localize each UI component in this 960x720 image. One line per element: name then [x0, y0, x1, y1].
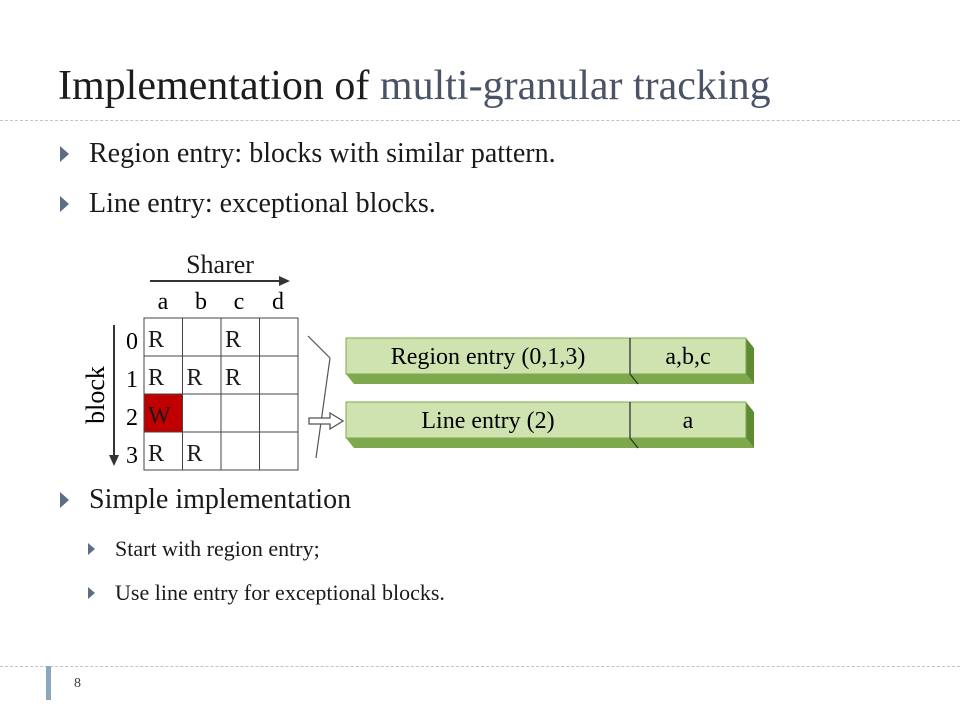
sharer-label: Sharer [186, 250, 254, 279]
grid-cell [259, 355, 299, 395]
region-entry-box: Region entry (0,1,3) a,b,c [345, 337, 754, 385]
grid-cell [259, 431, 299, 471]
grid-cell [220, 431, 260, 471]
grid-cell-label: R [148, 365, 164, 391]
connector-bracket [307, 335, 331, 459]
bullet-region-entry: Region entry: blocks with similar patter… [60, 138, 556, 170]
grid-cell [182, 393, 222, 433]
column-label-a: a [158, 289, 169, 315]
grid-cell-label: R [225, 365, 241, 391]
sub-bullet-use-line: Use line entry for exceptional blocks. [88, 580, 445, 606]
grid-cell [220, 393, 260, 433]
sub-bullet-start-region: Start with region entry; [88, 536, 320, 562]
block-arrow-icon [109, 325, 119, 466]
bullet-text: Simple implementation [89, 484, 352, 515]
row-label-3: 3 [126, 443, 138, 469]
grid-cell-label: R [148, 441, 164, 467]
grid-cell [220, 355, 260, 395]
page-number: 8 [74, 676, 81, 691]
column-label-c: c [234, 289, 245, 315]
title-prefix: Implementation of [58, 63, 370, 109]
grid-cell [143, 393, 183, 433]
bullet-arrow-icon [60, 146, 69, 162]
sub-bullet-arrow-icon [88, 543, 95, 555]
grid-cell-label: R [225, 327, 241, 353]
bullet-text: Region entry: blocks with similar patter… [89, 138, 556, 169]
bullet-arrow-icon [60, 196, 69, 212]
line-entry-name: Line entry (2) [421, 408, 554, 434]
grid-cell [259, 393, 299, 433]
region-entry-sharers: a,b,c [665, 344, 710, 370]
sub-bullet-text: Start with region entry; [115, 536, 320, 561]
grid-cell [143, 431, 183, 471]
column-label-d: d [272, 289, 284, 315]
block-label: block [81, 366, 110, 424]
bullet-text: Line entry: exceptional blocks. [89, 188, 436, 219]
region-entry-name: Region entry (0,1,3) [391, 344, 586, 370]
row-label-0: 0 [126, 329, 138, 355]
grid-cell-label: R [148, 327, 164, 353]
row-label-1: 1 [126, 367, 138, 393]
bottom-divider [0, 666, 960, 667]
bullet-arrow-icon [60, 492, 69, 508]
sub-bullet-arrow-icon [88, 587, 95, 599]
grid-cell [182, 317, 222, 357]
line-entry-sharers: a [683, 408, 694, 434]
grid-cell [182, 431, 222, 471]
sub-bullet-text: Use line entry for exceptional blocks. [115, 580, 445, 605]
footer-accent-strip [46, 666, 51, 700]
line-entry-box: Line entry (2) a [345, 401, 754, 449]
row-label-2: 2 [126, 405, 138, 431]
hollow-arrow-icon [308, 411, 345, 431]
grid-cell-label: W [148, 403, 171, 429]
sharer-arrow-icon [150, 276, 290, 286]
grid-cell-label: R [187, 441, 203, 467]
slide-title: Implementation of multi-granular trackin… [58, 58, 771, 114]
grid-cell [259, 317, 299, 357]
bullet-simple-implementation: Simple implementation [60, 484, 351, 516]
grid-cell-label: R [187, 365, 203, 391]
top-divider [0, 120, 960, 121]
column-label-b: b [195, 289, 207, 315]
bullet-line-entry: Line entry: exceptional blocks. [60, 188, 436, 220]
title-accent: multi-granular tracking [379, 63, 771, 109]
